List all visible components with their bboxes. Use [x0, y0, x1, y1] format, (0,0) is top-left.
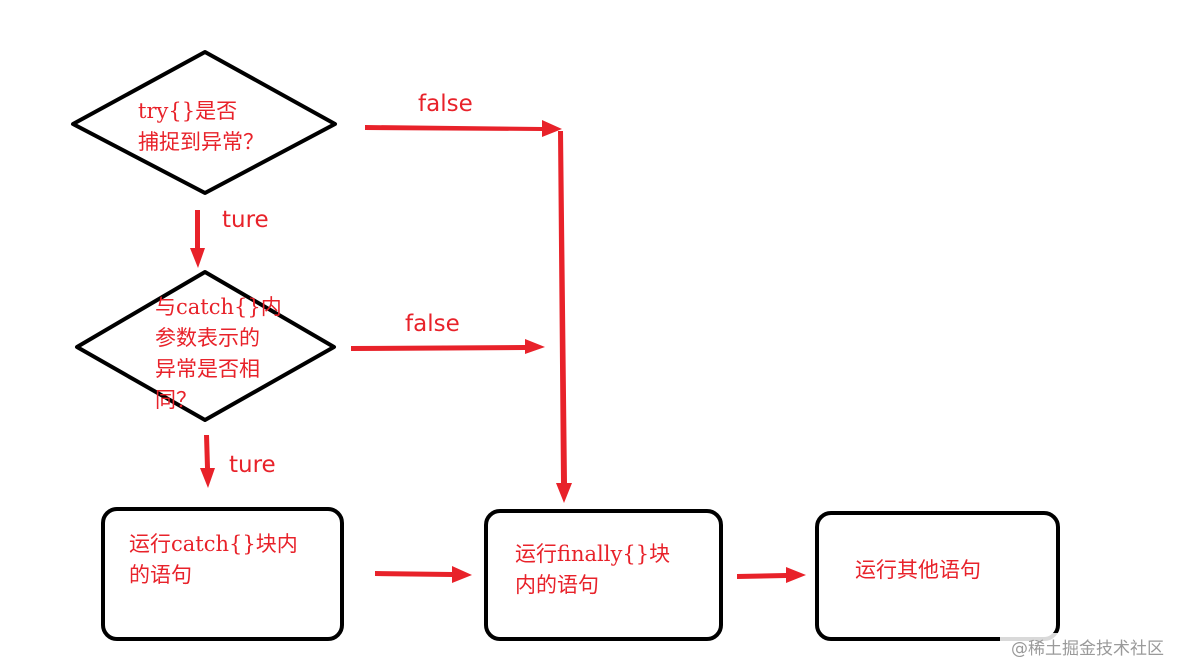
edge-label-try-false: false: [418, 91, 473, 117]
arrow-catch-to-finally: [375, 566, 472, 583]
watermark-bg: [1000, 633, 1177, 663]
finally-block-text-1: 运行finally{}块: [515, 542, 670, 566]
arrow-finally-to-other: [737, 567, 806, 583]
catch-block-box: [101, 507, 344, 641]
edge-label-catch-false: false: [405, 311, 460, 337]
finally-block-box: [484, 509, 723, 641]
try-decision-diamond: [71, 50, 337, 195]
catch-decision-text-2: 参数表示的: [155, 326, 260, 350]
edge-label-catch-true: ture: [229, 452, 276, 478]
arrow-try-true: [190, 210, 205, 268]
arrow-try-false: [365, 120, 562, 137]
try-decision-text-2: 捕捉到异常？: [138, 130, 264, 154]
catch-decision-text-1: 与catch{}内: [155, 295, 282, 319]
catch-decision-text-4: 同？: [155, 388, 197, 412]
catch-decision-diamond: [75, 270, 336, 422]
other-block-box: [815, 511, 1060, 641]
edge-label-try-true: ture: [222, 207, 269, 233]
catch-decision-text-3: 异常是否相: [155, 357, 260, 381]
arrow-catch-false: [351, 339, 545, 354]
catch-block-text-2: 的语句: [129, 563, 192, 587]
arrow-catch-true: [200, 435, 215, 488]
finally-block-text-2: 内的语句: [515, 573, 599, 597]
watermark-text: @稀土掘金技术社区: [1011, 639, 1164, 659]
try-decision-text-1: try{}是否: [138, 99, 237, 123]
arrow-down-to-finally: [556, 131, 572, 503]
catch-block-text-1: 运行catch{}块内: [129, 532, 298, 556]
other-block-text: 运行其他语句: [855, 558, 981, 582]
